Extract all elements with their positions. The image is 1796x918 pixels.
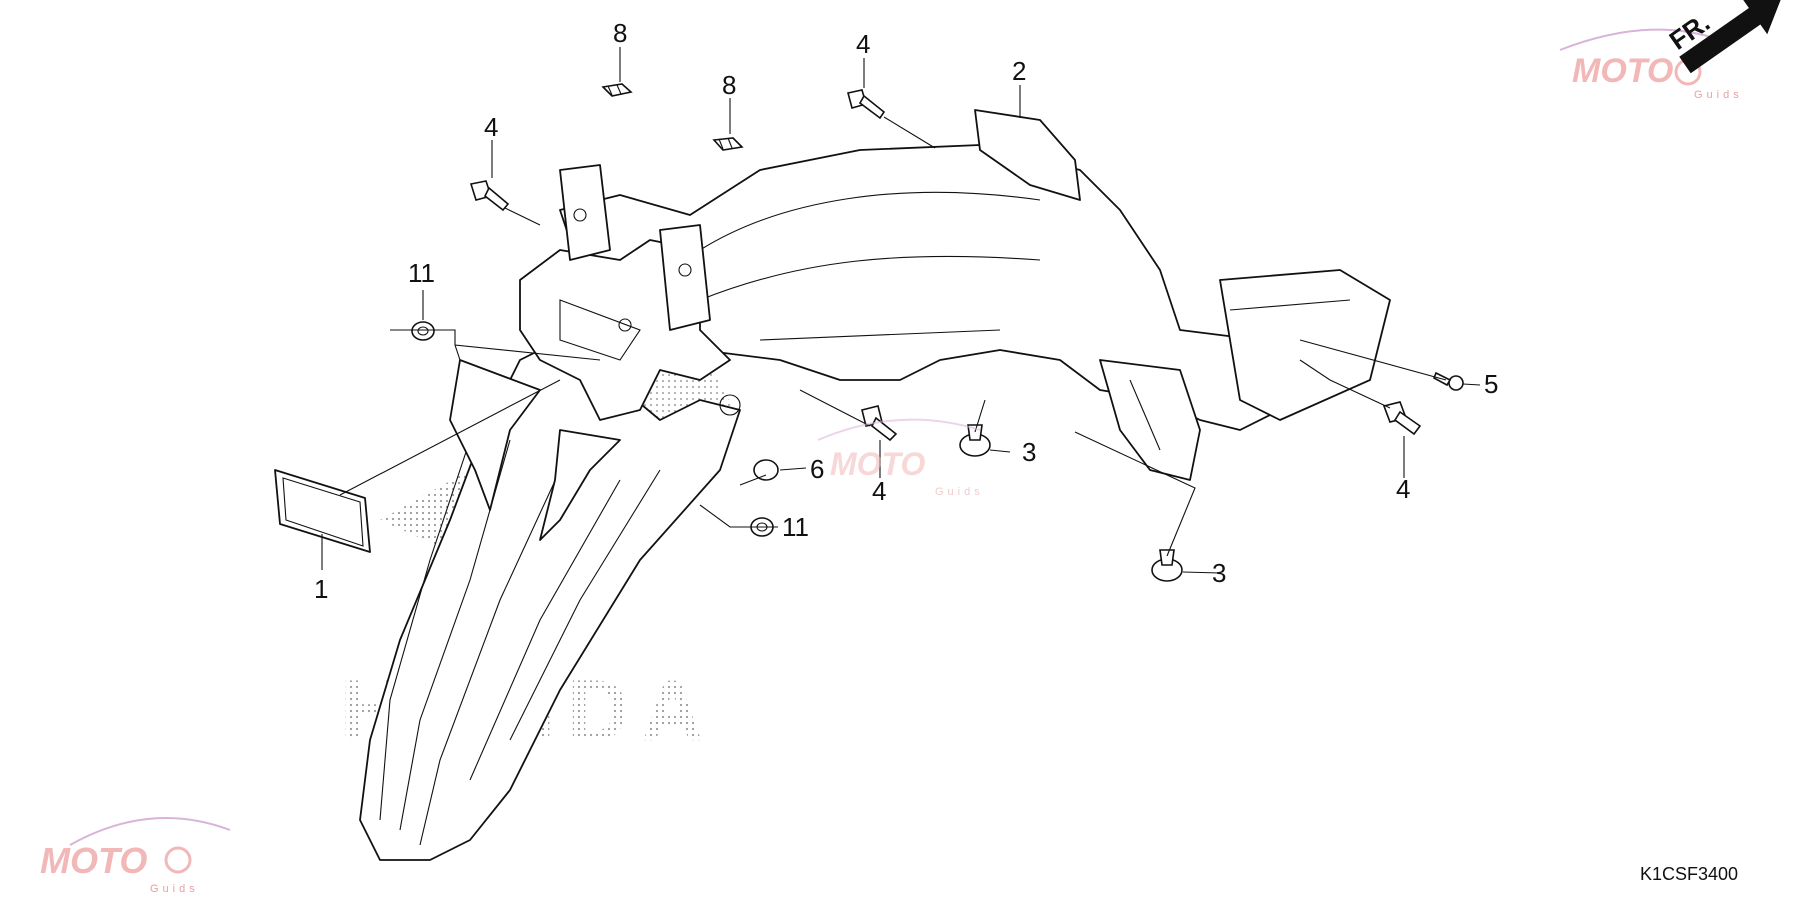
callout-8b: 8 — [722, 70, 736, 100]
moto-watermark-top-right: MOTO Guids — [1559, 28, 1743, 101]
rear-fender — [359, 339, 741, 861]
bolt-4-right — [1382, 401, 1422, 436]
callout-4-right: 4 — [1396, 474, 1410, 504]
callout-5: 5 — [1484, 369, 1498, 399]
leader-lines — [321, 47, 1481, 574]
callout-6: 6 — [810, 454, 824, 484]
callout-11-top: 11 — [408, 258, 435, 288]
bolt-4-top — [847, 89, 886, 120]
callout-8a: 8 — [613, 18, 627, 48]
watermark-tagline-bottom: Guids — [150, 883, 199, 895]
moto-watermark-center: MOTO Guids — [817, 418, 984, 498]
callout-3-mid: 3 — [1022, 437, 1036, 467]
clip-8b — [712, 137, 744, 151]
callout-3-bot: 3 — [1212, 558, 1226, 588]
callout-labels: 8 8 4 2 4 11 5 3 6 4 4 11 1 3 — [314, 18, 1498, 604]
callout-11-bot: 11 — [782, 512, 809, 542]
bolt-4-mid — [861, 405, 898, 442]
callout-1: 1 — [314, 574, 328, 604]
watermark-tagline-center: Guids — [935, 486, 984, 498]
callout-4-left: 4 — [484, 112, 498, 142]
reflector-plate — [274, 469, 371, 553]
diagram-code: K1CSF3400 — [1640, 864, 1738, 884]
callout-4-mid: 4 — [872, 476, 886, 506]
front-direction-arrow: FR. — [1664, 0, 1782, 74]
bolt-4-left — [469, 180, 510, 212]
nut-6 — [753, 459, 779, 481]
callout-2: 2 — [1012, 56, 1026, 86]
screw-5 — [1432, 371, 1464, 391]
grommet-11-top — [411, 321, 435, 341]
screw-3-mid — [959, 424, 991, 457]
inner-rear-fender — [559, 109, 1391, 481]
clip-8a — [601, 83, 633, 97]
watermark-tagline-top: Guids — [1694, 89, 1743, 101]
moto-watermark-bottom-left: MOTO Guids — [40, 817, 231, 895]
fender-bracket — [519, 164, 741, 421]
watermark-brand-center: MOTO — [830, 446, 926, 482]
watermark-brand-bottom: MOTO — [40, 840, 147, 881]
watermark-brand-top: MOTO — [1572, 52, 1673, 90]
callout-4-top: 4 — [856, 29, 870, 59]
